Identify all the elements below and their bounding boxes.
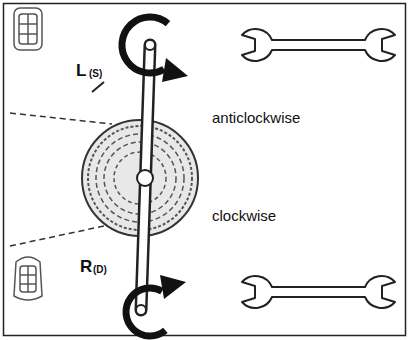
- side-code: (S): [89, 69, 102, 79]
- direction-label: anticlockwise: [212, 110, 300, 125]
- direction-label: clockwise: [212, 208, 276, 223]
- side-letter: R: [80, 258, 92, 275]
- side-code: (D): [93, 265, 107, 275]
- side-letter: L: [76, 62, 86, 79]
